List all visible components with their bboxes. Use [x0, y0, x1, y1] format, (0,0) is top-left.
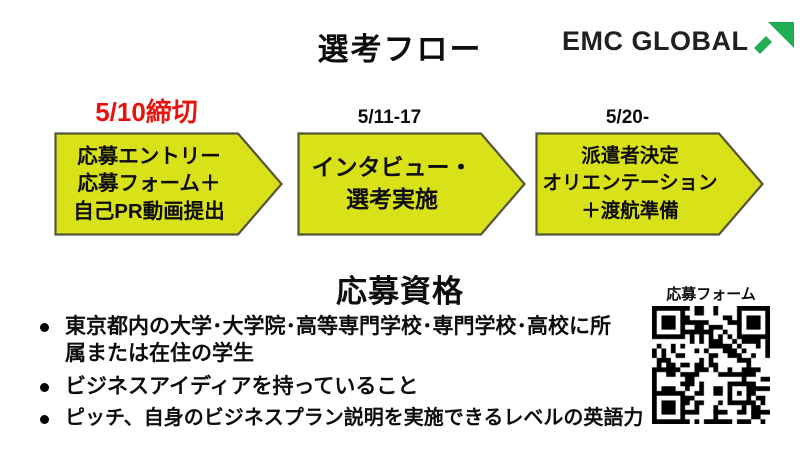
step-date-deadline: 5/10締切 [95, 97, 198, 127]
bullet-icon [40, 323, 49, 332]
qr-code [652, 306, 770, 424]
logo-text: EMC GLOBAL [562, 26, 749, 56]
qualifications-heading: 応募資格 [336, 274, 464, 309]
step-date: 5/20- [605, 107, 650, 128]
flow-arrow: 応募エントリー 応募フォーム＋ 自己PR動画提出 [54, 132, 283, 236]
step-date: 5/11-17 [357, 107, 422, 128]
page-title: 選考フロー [317, 32, 483, 67]
qualifications-list: 東京都内の大学･大学院･高等専門学校･専門学校･高校に所属または在住の学生 ビジ… [30, 313, 658, 436]
list-item: ビジネスアイディアを持っていること [30, 373, 658, 400]
flow-step-label: 派遣者決定 オリエンテーション ＋渡航準備 [542, 145, 718, 222]
flow-step-entry: 5/10締切 応募エントリー 応募フォーム＋ 自己PR動画提出 [54, 92, 283, 236]
flow-arrow: インタビュー・ 選考実施 [297, 132, 526, 236]
flow-step-orientation: 5/20- 派遣者決定 オリエンテーション ＋渡航準備 [535, 92, 764, 236]
bullet-icon [40, 414, 49, 424]
list-item: ピッチ、自身のビジネスプラン説明を実施できるレベルの英語力 [30, 405, 658, 431]
flow-arrow: 派遣者決定 オリエンテーション ＋渡航準備 [535, 132, 764, 236]
flow-step-interview: 5/11-17 インタビュー・ 選考実施 [297, 92, 526, 236]
flow-step-label: 応募エントリー 応募フォーム＋ 自己PR動画提出 [73, 145, 225, 223]
flow-step-label: インタビュー・ 選考実施 [311, 154, 473, 212]
list-item: 東京都内の大学･大学院･高等専門学校･専門学校･高校に所属または在住の学生 [30, 313, 658, 368]
qr-label: 応募フォーム [666, 286, 756, 303]
bullet-icon [40, 382, 49, 392]
growth-arrow-icon [753, 22, 794, 61]
logo: EMC GLOBAL [562, 22, 794, 61]
